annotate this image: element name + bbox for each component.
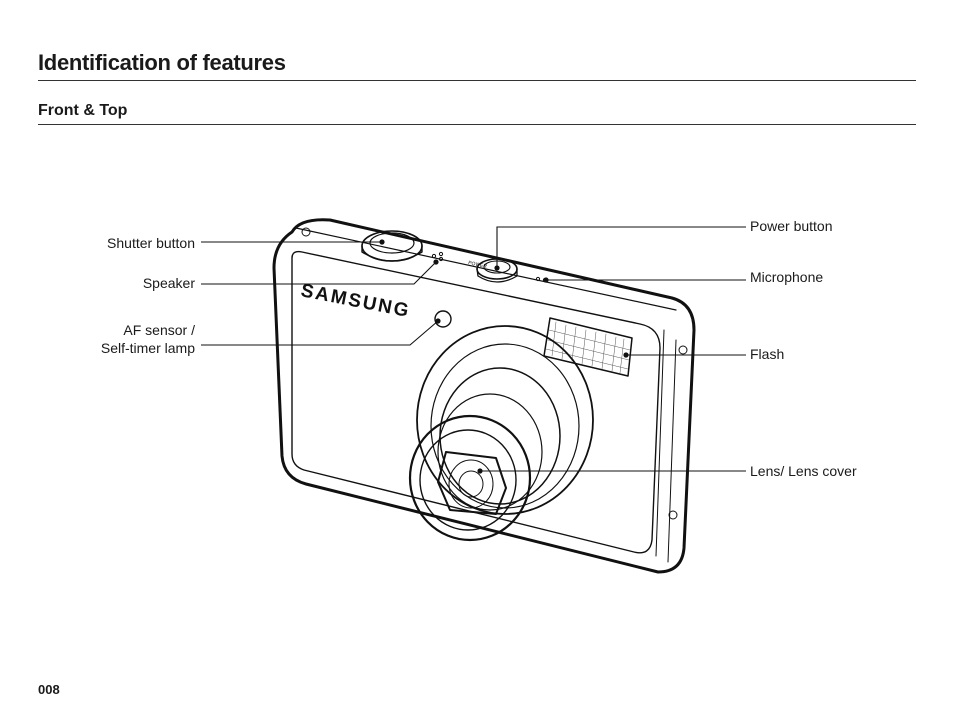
speaker-holes <box>431 251 444 262</box>
label-speaker: Speaker <box>142 275 195 291</box>
label-af-sensor-line2: Self-timer lamp <box>100 340 195 356</box>
lens-cover <box>437 451 507 515</box>
camera-illustration <box>272 218 696 574</box>
section-title: Front & Top <box>38 102 128 119</box>
label-af-sensor: AF sensor / Self-timer lamp <box>101 321 195 357</box>
title-divider <box>38 80 916 81</box>
flash-window <box>543 317 633 377</box>
leader-power <box>496 226 746 268</box>
leader-dots <box>379 239 629 474</box>
label-power-button: Power button <box>750 218 833 234</box>
label-lens: Lens/ Lens cover <box>750 463 857 479</box>
lens-barrel <box>416 325 594 515</box>
power-marking: POWER <box>468 260 488 270</box>
leader-lines <box>201 226 746 472</box>
front-panel <box>291 250 661 554</box>
label-shutter-button: Shutter button <box>107 235 195 251</box>
section-divider <box>38 124 916 125</box>
leader-af <box>201 320 439 346</box>
leader-speaker <box>201 261 437 285</box>
page-number: 008 <box>38 682 60 697</box>
page-title: Identification of features <box>38 50 286 75</box>
label-af-sensor-line1: AF sensor / <box>123 322 195 338</box>
lens-ring <box>408 414 532 542</box>
camera-brand-logo: SAMSUNG <box>299 280 412 322</box>
label-microphone: Microphone <box>750 269 824 285</box>
af-lamp-shape <box>434 310 452 328</box>
label-flash: Flash <box>750 346 785 362</box>
camera-body <box>272 218 696 574</box>
